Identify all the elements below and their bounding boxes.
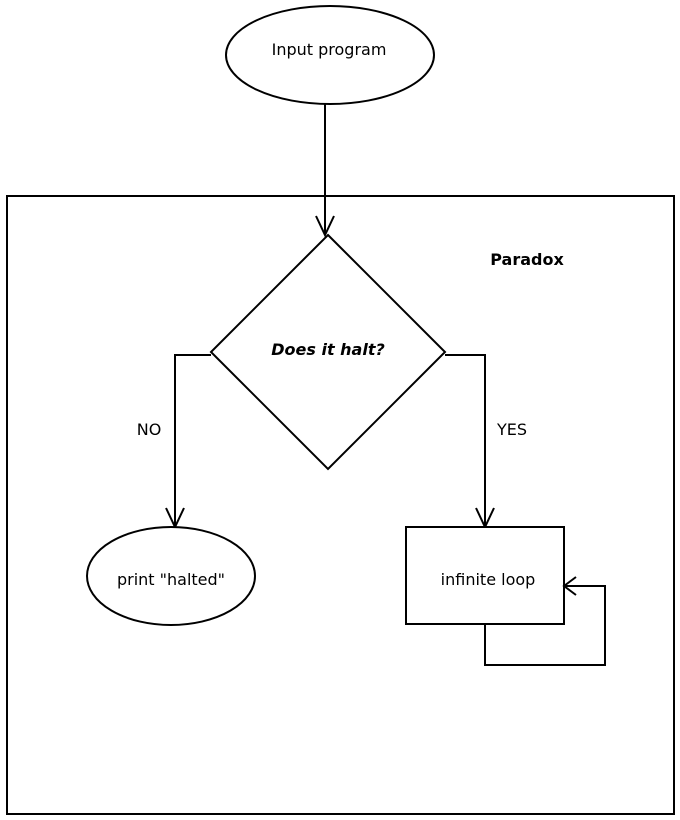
decision-node-label: Does it halt? [271,340,385,359]
loop-node-label: infinite loop [441,570,536,589]
halted-node [86,526,256,626]
start-node [225,5,435,105]
start-node-label: Input program [272,40,387,59]
paradox-container-label: Paradox [490,250,564,269]
decision-node [209,233,447,471]
loop-node [405,526,565,625]
edge-self-loop [484,576,606,666]
edge-start-to-decision [315,104,335,238]
edge-yes-label: YES [496,420,527,439]
halted-node-label: print "halted" [117,570,225,589]
edge-no-label: NO [137,420,162,439]
